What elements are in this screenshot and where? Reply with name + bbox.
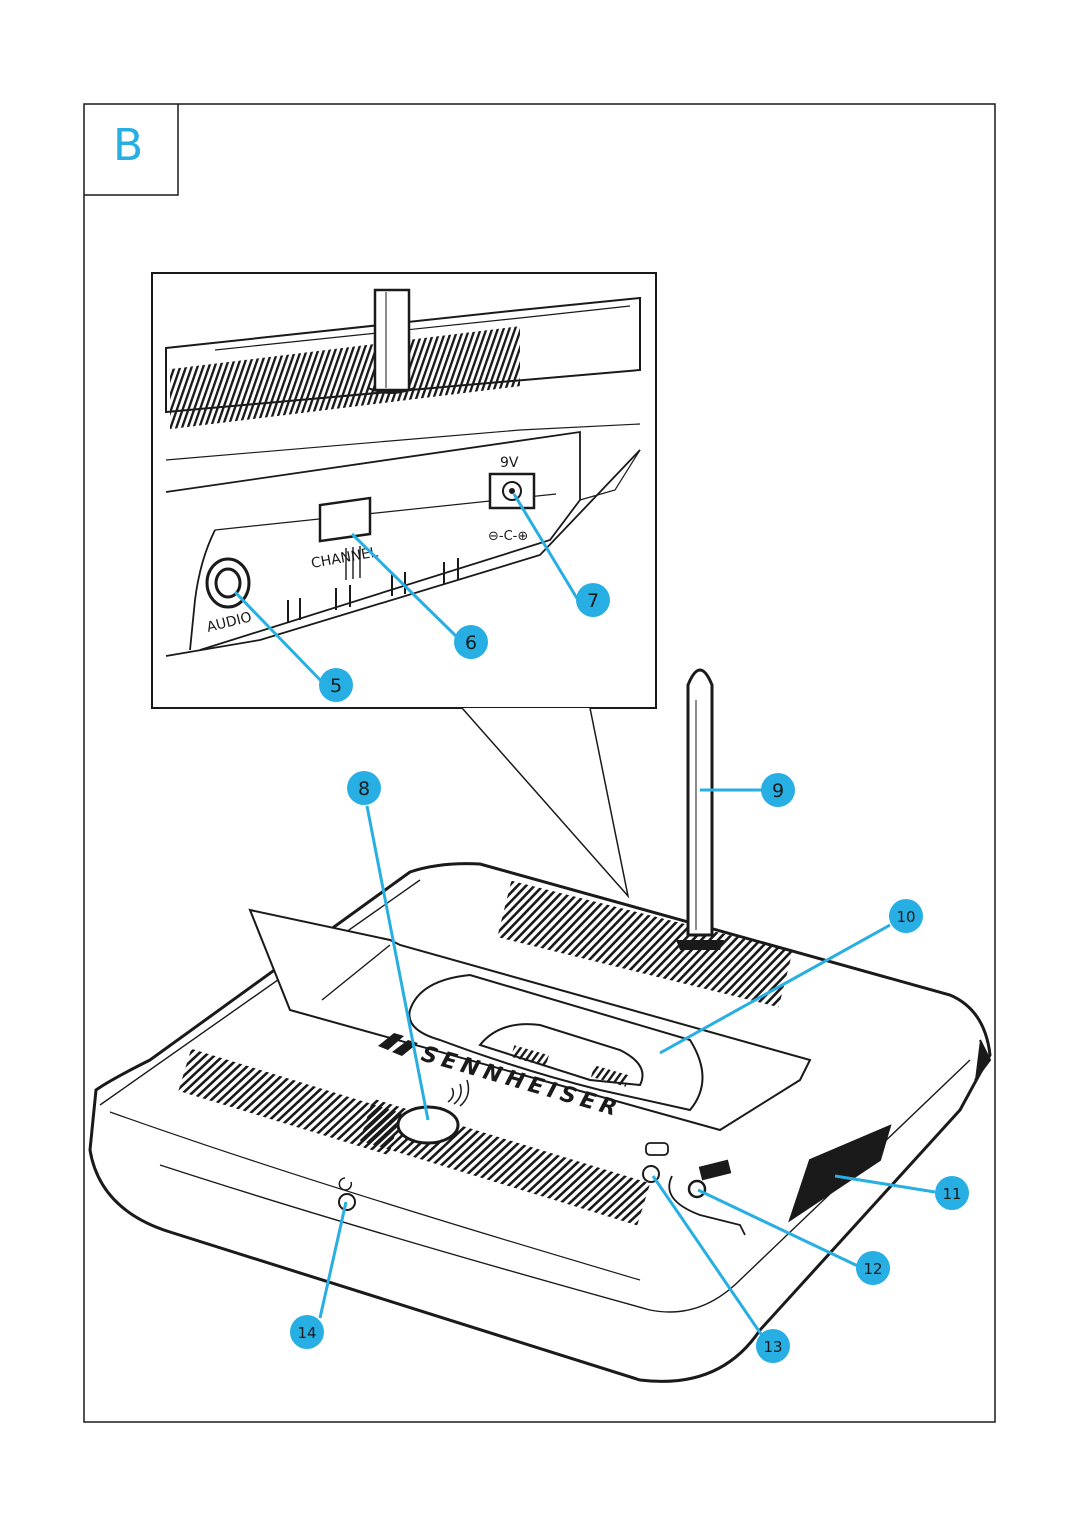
callout-13: 13 bbox=[756, 1329, 790, 1363]
label-9v: 9V bbox=[500, 455, 519, 471]
leader-7 bbox=[512, 493, 580, 601]
leader-6 bbox=[350, 532, 462, 642]
front-vent-grille-upper bbox=[178, 1048, 402, 1156]
antenna bbox=[686, 668, 714, 937]
leader-lines bbox=[233, 493, 936, 1338]
callout-7: 7 bbox=[576, 583, 610, 617]
callout-5-number: 5 bbox=[330, 675, 342, 697]
outer-frame bbox=[83, 103, 996, 1423]
rear-vent-grille bbox=[497, 880, 793, 1008]
leader-14 bbox=[318, 1201, 348, 1319]
callout-12: 12 bbox=[856, 1251, 890, 1285]
callout-5: 5 bbox=[319, 668, 353, 702]
callout-11-number: 11 bbox=[942, 1185, 961, 1203]
polarity-label: ⊖-C-⊕ bbox=[488, 529, 528, 544]
inset-detail: AUDIO CHANNEL 9V ⊖-C-⊕ bbox=[151, 272, 657, 709]
leader-12 bbox=[697, 1188, 863, 1270]
callout-14: 14 bbox=[290, 1315, 324, 1349]
callout-10: 10 bbox=[889, 899, 923, 933]
spare-battery-compartment bbox=[788, 1124, 892, 1223]
leader-13 bbox=[651, 1175, 765, 1338]
section-letter: B bbox=[113, 120, 143, 171]
callout-10-number: 10 bbox=[896, 908, 915, 926]
letter-box bbox=[84, 104, 179, 196]
transmit-button bbox=[396, 1105, 460, 1145]
leader-5 bbox=[233, 590, 327, 687]
callout-8: 8 bbox=[347, 771, 381, 805]
inset-pointer bbox=[461, 707, 630, 899]
inset-antenna bbox=[373, 288, 411, 392]
leader-10 bbox=[659, 923, 891, 1055]
leader-11 bbox=[834, 1174, 936, 1194]
channel-switch bbox=[318, 496, 372, 543]
callout-6: 6 bbox=[454, 625, 488, 659]
power-led bbox=[338, 1193, 356, 1211]
callout-9-number: 9 bbox=[772, 780, 784, 802]
callout-8-number: 8 bbox=[358, 778, 370, 800]
callout-13-number: 13 bbox=[763, 1338, 782, 1356]
inset-vent-row bbox=[170, 326, 520, 430]
callout-7-number: 7 bbox=[587, 590, 599, 612]
callout-11: 11 bbox=[935, 1176, 969, 1210]
leader-8 bbox=[365, 805, 430, 1121]
callout-9: 9 bbox=[761, 773, 795, 807]
spare-battery-led bbox=[687, 1179, 707, 1199]
callout-14-number: 14 bbox=[297, 1324, 316, 1342]
callout-12-number: 12 bbox=[863, 1260, 882, 1278]
transmitter-device: SENNHEISER bbox=[88, 668, 992, 1383]
callout-6-number: 6 bbox=[465, 632, 477, 654]
